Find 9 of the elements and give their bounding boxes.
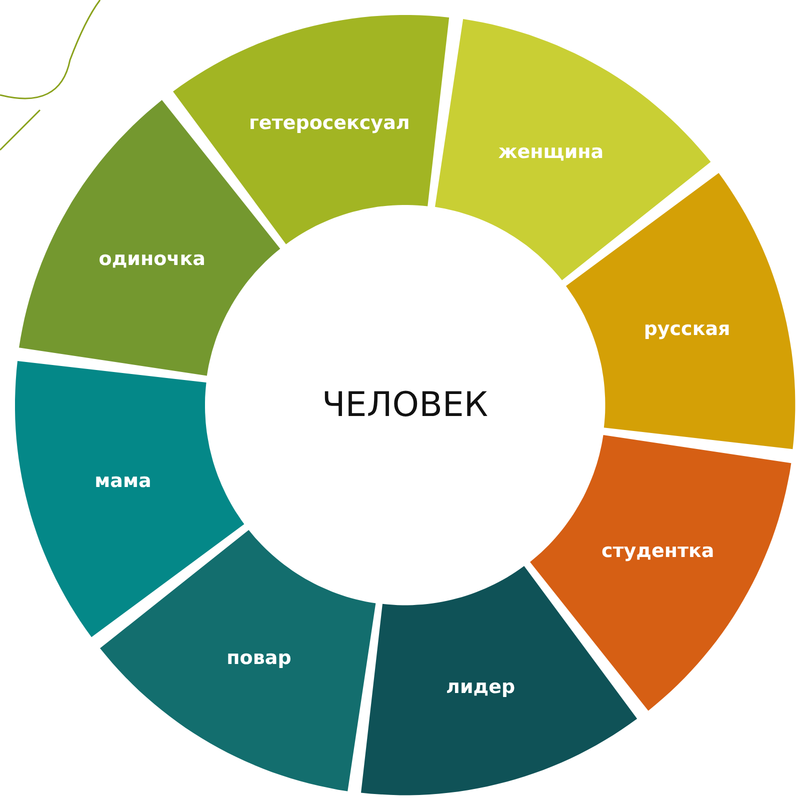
segment-label: русская [644, 318, 730, 340]
segment-label: одиночка [98, 248, 206, 270]
segment-label: женщина [498, 141, 604, 164]
center-label: ЧЕЛОВЕК [322, 385, 488, 425]
segment-label: мама [94, 470, 152, 492]
segment-label: повар [226, 646, 292, 669]
segment-label: гетеросексуал [249, 112, 410, 134]
segment-label: студентка [602, 540, 714, 562]
segment-label: лидер [446, 676, 516, 698]
